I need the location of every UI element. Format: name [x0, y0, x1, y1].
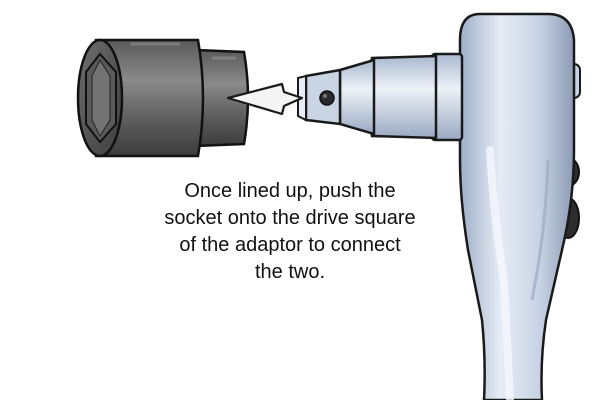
caption-line-2: socket onto the drive square: [164, 207, 416, 229]
impact-socket-icon: [76, 38, 250, 158]
drive-adaptor-icon: [297, 52, 464, 142]
direction-arrow-icon: [226, 82, 304, 116]
caption-line-4: the two.: [254, 261, 326, 283]
caption-line-3: of the adaptor to connect: [179, 234, 401, 256]
ratchet-handle-icon: [458, 12, 581, 404]
caption-line-1: Once lined up, push the: [184, 180, 396, 202]
instruction-caption: Once lined up, push the socket onto the …: [140, 178, 440, 286]
